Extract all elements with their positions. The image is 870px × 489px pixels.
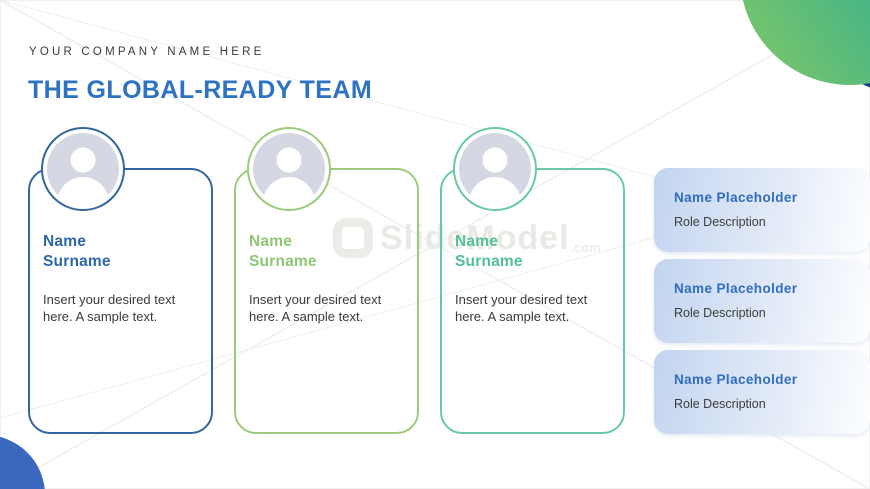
- green-circle-shape: [740, 0, 870, 85]
- member-name: Name Surname: [43, 232, 111, 271]
- member-description: Insert your desired text here. A sample …: [43, 292, 176, 324]
- member-description: Insert your desired text here. A sample …: [249, 292, 382, 324]
- member-last-name: Surname: [455, 252, 523, 270]
- role-box-1: Name Placeholder Role Description: [654, 168, 870, 252]
- role-box-2: Name Placeholder Role Description: [654, 259, 870, 343]
- role-description: Role Description: [674, 306, 766, 320]
- team-card-2: Name Surname Insert your desired text he…: [234, 127, 419, 434]
- member-name: Name Surname: [455, 232, 523, 271]
- watermark-brand-text: SlideModel: [380, 219, 570, 257]
- member-first-name: Name: [43, 233, 87, 250]
- avatar-2: [247, 127, 331, 211]
- member-first-name: Name: [455, 233, 499, 250]
- member-description: Insert your desired text here. A sample …: [455, 292, 588, 324]
- watermark-suffix-text: .com: [570, 240, 601, 255]
- avatar-3: [453, 127, 537, 211]
- slidemodel-logo-icon: [333, 218, 373, 258]
- role-description: Role Description: [674, 397, 766, 411]
- member-last-name: Surname: [249, 252, 317, 270]
- slide-title: THE GLOBAL-READY TEAM: [28, 76, 373, 104]
- decorative-circles-top-right: [690, 0, 870, 118]
- member-name: Name Surname: [249, 232, 317, 271]
- role-name-placeholder: Name Placeholder: [674, 281, 798, 296]
- role-description: Role Description: [674, 215, 766, 229]
- avatar-1: [41, 127, 125, 211]
- role-name-placeholder: Name Placeholder: [674, 372, 798, 387]
- role-name-placeholder: Name Placeholder: [674, 190, 798, 205]
- person-avatar-icon: [47, 133, 119, 205]
- person-avatar-icon: [253, 133, 325, 205]
- role-box-3: Name Placeholder Role Description: [654, 350, 870, 434]
- company-name-text: YOUR COMPANY NAME HERE: [29, 46, 265, 58]
- team-card-1: Name Surname Insert your desired text he…: [28, 127, 213, 434]
- person-avatar-icon: [459, 133, 531, 205]
- team-card-3: Name Surname Insert your desired text he…: [440, 127, 625, 434]
- member-last-name: Surname: [43, 252, 111, 270]
- slidemodel-watermark: SlideModel .com: [333, 218, 601, 258]
- member-first-name: Name: [249, 233, 293, 250]
